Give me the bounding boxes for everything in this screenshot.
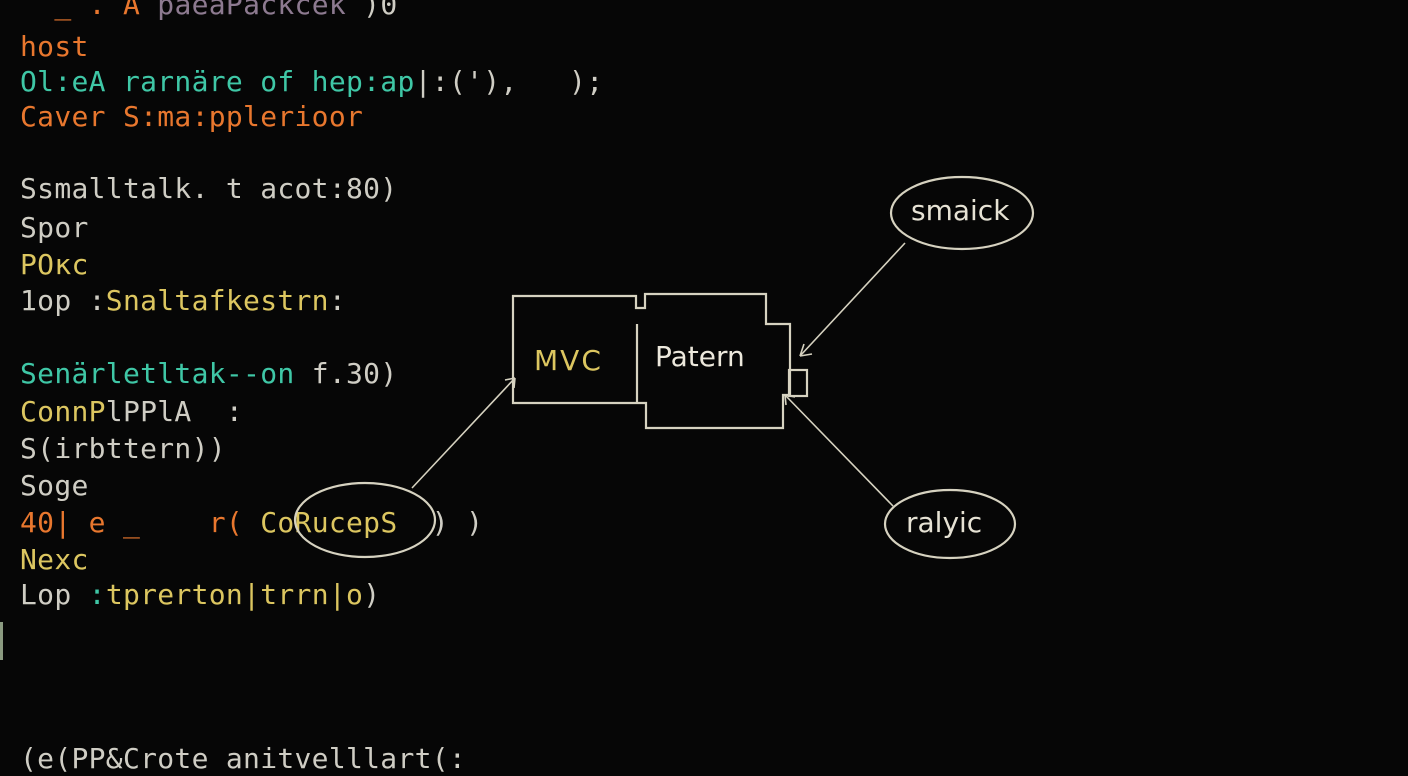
concepts-ellipse xyxy=(293,481,437,559)
code-token: : xyxy=(328,284,347,317)
code-token: _ . xyxy=(20,0,123,21)
code-token: host xyxy=(20,30,89,63)
arrowhead-left xyxy=(504,377,516,389)
code-token: f.30) xyxy=(294,357,398,390)
code-line: 1op :Snaltafkestrn: xyxy=(20,284,346,318)
node-bottom-label: ralyic xyxy=(906,506,983,539)
mvc-label: MVC xyxy=(534,344,603,377)
code-token: Spor xyxy=(20,211,89,244)
code-token: ConnP xyxy=(20,395,106,428)
code-line: host xyxy=(20,30,89,64)
code-line: 40| e _ r( CoRucepS ) ) xyxy=(20,506,483,540)
code-token: : xyxy=(88,578,106,611)
pattern-label: Patern xyxy=(655,340,745,373)
node-bottom-ellipse xyxy=(883,488,1017,560)
code-line: POкc xyxy=(20,248,89,282)
code-token: paeaPackcek xyxy=(157,0,364,21)
code-line: ConnPlPPlA : xyxy=(20,395,243,429)
code-token: Caver S:ma:pplerioor xyxy=(20,100,364,133)
code-line: Senärletltak--on f.30) xyxy=(20,357,397,391)
code-token: A xyxy=(122,0,158,21)
code-token: POкc xyxy=(20,248,89,281)
connector-port xyxy=(787,368,809,398)
code-line: Lop :tprerton|trrn|o) xyxy=(20,578,380,612)
code-token: ) ) xyxy=(397,506,484,539)
arrow-bottom xyxy=(784,394,894,507)
code-token: 40| e _ r( xyxy=(20,506,261,539)
code-line: Soge xyxy=(20,469,89,503)
code-line: S(irbttern)) xyxy=(20,432,226,466)
code-token: Soge xyxy=(20,469,89,502)
code-line: Caver S:ma:pplerioor xyxy=(20,100,363,134)
code-line: Ssmalltalk. t acot:80) xyxy=(20,172,397,206)
code-token: CoRucepS xyxy=(260,506,398,539)
code-token: Nexc xyxy=(20,543,89,576)
code-token: 1op : xyxy=(20,284,106,317)
code-line: Spor xyxy=(20,211,89,245)
node-top-ellipse xyxy=(889,175,1035,251)
node-top-label: smaick xyxy=(911,194,1010,227)
code-token: tprerton|trrn|o xyxy=(105,578,364,611)
arrow-left xyxy=(411,377,516,489)
code-token: S(irbttern)) xyxy=(20,432,226,465)
mvc-box xyxy=(511,292,792,430)
code-token: Senärletltak--on xyxy=(20,357,295,390)
code-token: Ssmalltalk. t acot:80) xyxy=(20,172,398,205)
code-token: Ol:eA rarnäre of hep:ap xyxy=(20,65,415,98)
code-line: _ . A paeaPackcek )0 xyxy=(20,0,398,22)
code-token: |:('), ); xyxy=(414,65,604,98)
code-token: ) xyxy=(363,578,381,611)
arrowhead-top xyxy=(799,343,813,357)
code-line: Nexc xyxy=(20,543,89,577)
arrowhead-bottom xyxy=(784,394,796,406)
arrow-top xyxy=(799,242,906,357)
code-token: )0 xyxy=(363,0,398,21)
code-token: lPPlA : xyxy=(105,395,244,428)
code-token: Lop xyxy=(20,578,89,611)
cursor-gutter-marker xyxy=(0,622,3,660)
code-token: Snaltafkestrn xyxy=(105,284,329,317)
code-line: Ol:eA rarnäre of hep:ap|:('), ); xyxy=(20,65,603,99)
